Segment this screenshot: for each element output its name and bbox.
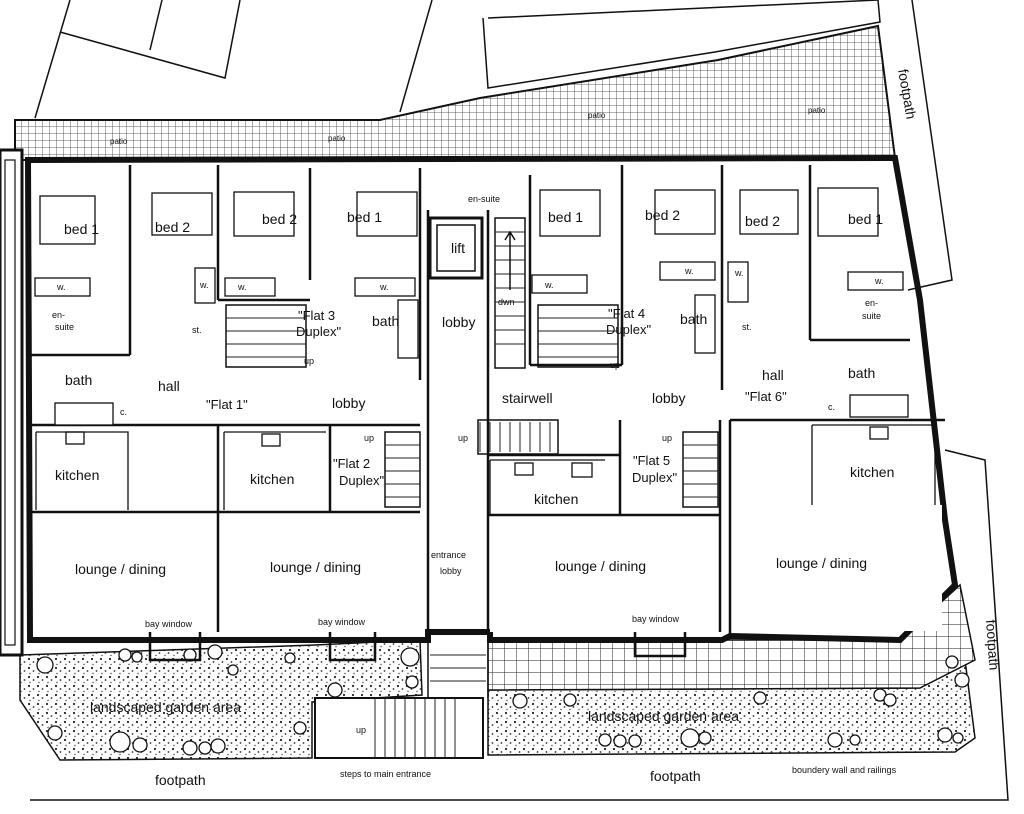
svg-text:kitchen: kitchen [534,491,578,507]
svg-text:lobby: lobby [652,390,685,406]
svg-text:"Flat 6": "Flat 6" [745,389,787,404]
svg-text:st.: st. [742,322,752,332]
svg-text:en-: en- [52,310,65,320]
svg-text:w.: w. [237,282,247,292]
svg-text:lift: lift [451,240,465,256]
svg-text:lounge / dining: lounge / dining [555,558,646,574]
svg-text:st.: st. [192,325,202,335]
svg-text:c.: c. [828,402,835,412]
svg-text:footpath: footpath [155,772,206,788]
svg-text:dwn: dwn [498,297,515,307]
svg-text:Duplex": Duplex" [606,322,651,337]
patio-area [14,24,897,162]
svg-text:bed 1: bed 1 [64,221,99,237]
svg-text:landscaped garden area: landscaped garden area [588,708,739,724]
svg-text:up: up [458,433,468,443]
svg-text:Duplex": Duplex" [296,324,341,339]
svg-text:lounge / dining: lounge / dining [270,559,361,575]
internal-walls [30,165,945,636]
svg-text:up: up [364,433,374,443]
svg-text:stairwell: stairwell [502,390,553,406]
svg-text:w.: w. [379,282,389,292]
svg-text:up: up [662,433,672,443]
svg-text:kitchen: kitchen [55,467,99,483]
svg-text:patio: patio [808,106,826,115]
wardrobes [34,261,904,304]
svg-text:bay window: bay window [632,614,680,624]
svg-text:w.: w. [56,282,66,292]
svg-text:kitchen: kitchen [250,471,294,487]
adjacent-building [0,148,24,657]
svg-text:bed 2: bed 2 [745,213,780,229]
svg-text:en-suite: en-suite [468,194,500,204]
patio-labels: patio patio patio patio [110,106,826,146]
svg-text:w.: w. [874,276,884,286]
svg-text:bath: bath [65,372,92,388]
building-outline [24,154,959,644]
beds [39,187,879,245]
svg-text:bath: bath [680,311,707,327]
svg-text:patio: patio [588,111,606,120]
svg-text:suite: suite [862,311,881,321]
svg-text:up: up [304,356,314,366]
svg-text:up: up [356,725,366,735]
svg-text:lobby: lobby [332,395,365,411]
room-labels: bed 1 bed 2 bed 2 bed 1 bed 1 bed 2 bed … [52,194,894,735]
svg-text:footpath: footpath [650,768,701,784]
svg-text:lounge / dining: lounge / dining [75,561,166,577]
core [428,216,559,455]
svg-text:bed 2: bed 2 [645,207,680,223]
svg-text:patio: patio [328,134,346,143]
svg-text:up: up [610,360,620,370]
svg-text:w.: w. [199,280,209,290]
svg-text:"Flat 5: "Flat 5 [633,453,670,468]
duplex-stairs [225,304,719,508]
svg-text:suite: suite [55,322,74,332]
lounges [36,505,942,662]
svg-text:landscaped garden area: landscaped garden area [90,699,241,715]
svg-text:footpath: footpath [983,619,1002,671]
svg-text:bath: bath [372,313,399,329]
svg-text:w.: w. [684,266,694,276]
svg-text:bed 2: bed 2 [155,219,190,235]
bathtubs [54,294,909,426]
svg-text:bed 1: bed 1 [548,209,583,225]
svg-text:c.: c. [120,407,127,417]
svg-text:en-: en- [865,298,878,308]
svg-text:bed 2: bed 2 [262,211,297,227]
svg-text:lobby: lobby [440,566,462,576]
exterior-labels: landscaped garden area landscaped garden… [90,68,1002,788]
svg-text:bed 1: bed 1 [347,209,382,225]
svg-text:boundery wall and railings: boundery wall and railings [792,765,897,775]
svg-text:"Flat 3: "Flat 3 [298,308,335,323]
svg-text:"Flat 1": "Flat 1" [206,397,248,412]
svg-text:steps to main entrance: steps to main entrance [340,769,431,779]
svg-text:bed 1: bed 1 [848,211,883,227]
svg-text:w.: w. [544,280,554,290]
svg-text:"Flat 2: "Flat 2 [333,456,370,471]
entrance-steps [314,640,489,759]
svg-text:w.: w. [734,268,744,278]
svg-text:bath: bath [848,365,875,381]
svg-text:bay window: bay window [318,617,366,627]
svg-text:kitchen: kitchen [850,464,894,480]
svg-text:"Flat 4: "Flat 4 [608,306,645,321]
svg-text:hall: hall [762,367,784,383]
svg-text:Duplex": Duplex" [632,470,677,485]
kitchen-fittings [35,424,936,515]
garden-shrubs [36,644,970,756]
svg-text:Duplex": Duplex" [339,473,384,488]
svg-text:footpath: footpath [895,68,920,121]
neighbour-outlines [30,0,1009,801]
svg-text:lounge / dining: lounge / dining [776,555,867,571]
svg-text:lobby: lobby [442,314,475,330]
svg-text:bay window: bay window [145,619,193,629]
svg-text:patio: patio [110,137,128,146]
garden-left [19,639,423,761]
svg-text:entrance: entrance [431,550,466,560]
flat-labels: "Flat 1" "Flat 6" "Flat 3 Duplex" "Flat … [206,306,787,488]
svg-text:hall: hall [158,378,180,394]
